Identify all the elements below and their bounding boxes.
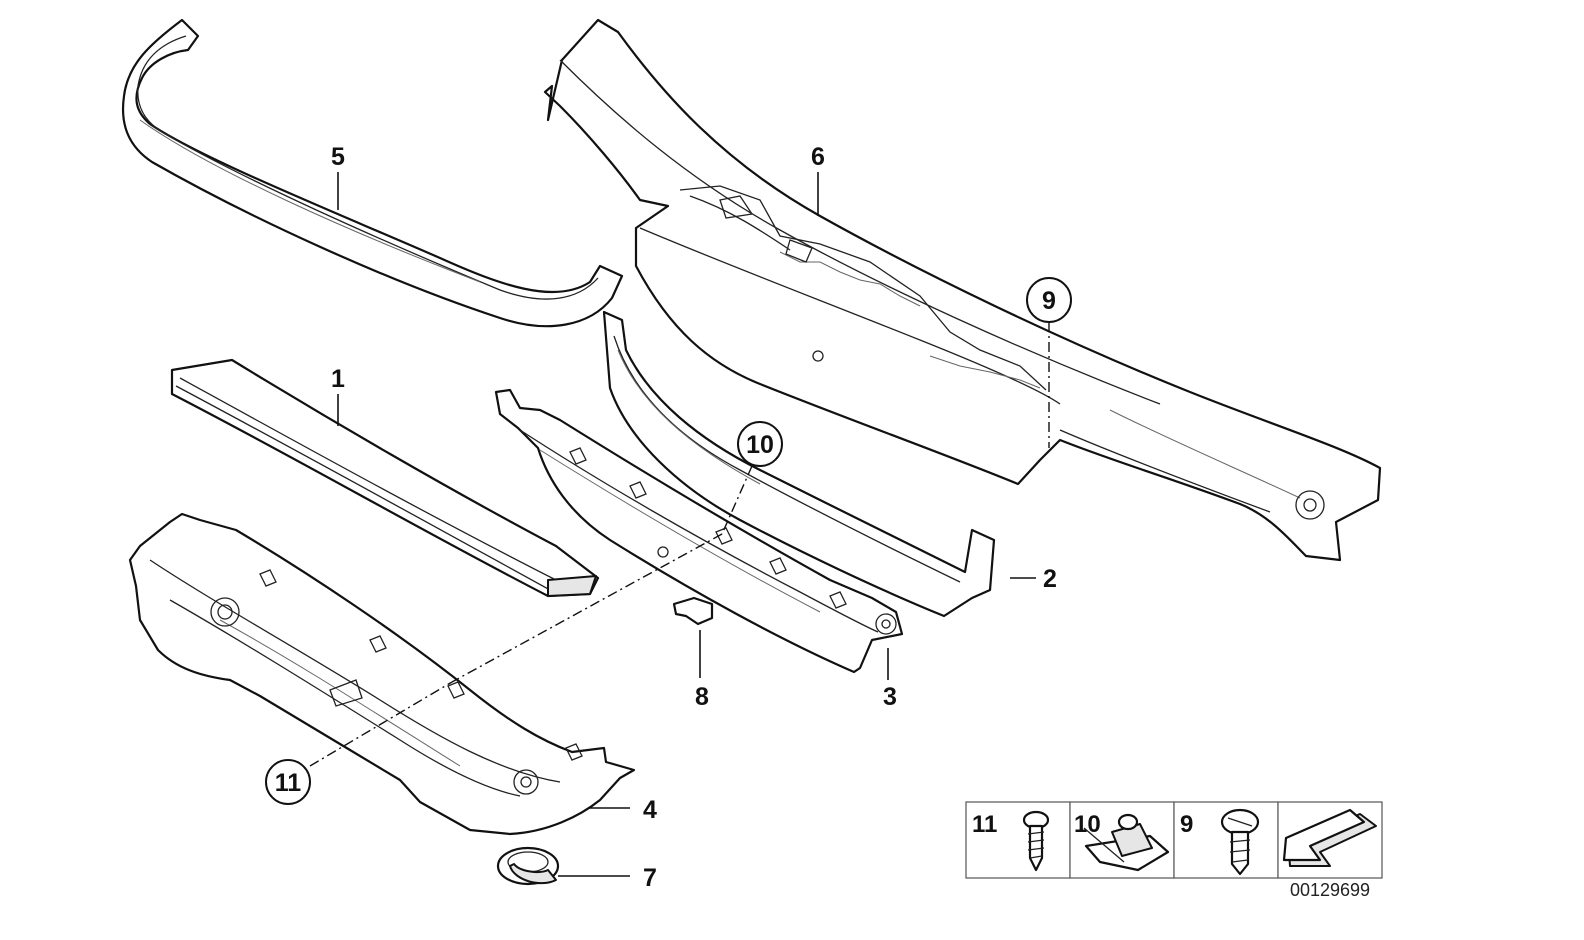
clip-nut-icon: [1083, 813, 1170, 872]
callout-11: 11: [275, 769, 302, 797]
callout-10-circle: 10: [737, 421, 783, 467]
callout-2: 2: [1043, 565, 1057, 593]
screw-icon: [1022, 810, 1050, 872]
legend-label-9: 9: [1180, 811, 1193, 838]
part-5-seal[interactable]: [122, 18, 624, 328]
callout-3: 3: [883, 683, 897, 711]
callout-9-circle: 9: [1026, 277, 1072, 323]
callout-6: 6: [811, 143, 825, 171]
document-number: 00129699: [1290, 880, 1370, 900]
part-2-seal[interactable]: [602, 310, 996, 618]
part-7-grommet[interactable]: [496, 846, 560, 886]
leader-10: [721, 465, 753, 535]
callout-5: 5: [331, 143, 345, 171]
part-8-clip[interactable]: [672, 596, 714, 626]
part-3-bracket[interactable]: [494, 388, 904, 674]
part-1-strip[interactable]: [170, 358, 600, 598]
legend-label-11: 11: [972, 811, 997, 838]
callout-7: 7: [643, 864, 657, 892]
part-6-cowl-panel[interactable]: [543, 18, 1382, 562]
leader-11: [309, 681, 453, 767]
callout-9: 9: [1042, 287, 1056, 315]
legend-cell-11: [965, 801, 1071, 879]
callout-1: 1: [331, 365, 345, 393]
callout-4: 4: [643, 796, 657, 824]
callout-11-circle: 11: [265, 759, 311, 805]
callout-10: 10: [746, 431, 774, 459]
legend-label-10: 10: [1074, 811, 1101, 838]
small-parts-legend: 11 10 9: [965, 801, 1383, 879]
bolt-icon: [1220, 808, 1260, 876]
callout-8: 8: [695, 683, 709, 711]
part-4-tray[interactable]: [128, 512, 636, 836]
direction-arrow-icon: [1282, 808, 1377, 867]
